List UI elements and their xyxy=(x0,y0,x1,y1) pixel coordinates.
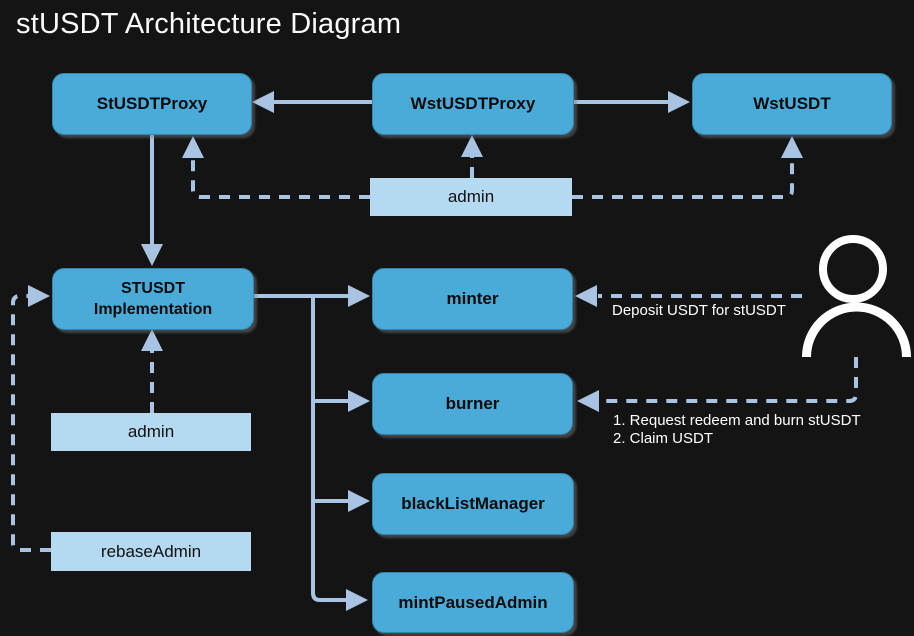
arrowhead-into-minter xyxy=(348,285,370,307)
node-minter: minter xyxy=(372,268,573,330)
tag-rebase-admin-label: rebaseAdmin xyxy=(100,541,202,561)
node-implementation-label: STUSDT Implementation xyxy=(93,280,213,318)
node-implementation: STUSDT Implementation xyxy=(52,268,254,330)
node-mintpausedadmin: mintPausedAdmin xyxy=(372,572,574,633)
edge-trunk-to-mintpausedadmin xyxy=(311,296,348,602)
edge-rebaseadmin-to-implementation-dashed xyxy=(11,294,51,552)
node-mintpausedadmin-label: mintPausedAdmin xyxy=(398,592,548,612)
edge-user-to-burner-dashed xyxy=(599,357,858,403)
redeem-annotation: 1. Request redeem and burn stUSDT 2. Cla… xyxy=(613,412,861,448)
tag-impl-admin: admin xyxy=(51,413,251,451)
page-title: stUSDT Architecture Diagram xyxy=(16,8,402,40)
arrowhead-into-stusdtproxy xyxy=(252,91,274,113)
arrowhead-admin-into-wstusdt xyxy=(781,136,803,158)
node-wstusdt: WstUSDT xyxy=(692,73,892,135)
arrowhead-rebaseadmin-into-implementation xyxy=(28,285,50,307)
node-stusdtproxy-label: StUSDTProxy xyxy=(96,94,208,113)
tag-impl-admin-label: admin xyxy=(127,422,175,441)
redeem-step-2: 2. Claim USDT xyxy=(613,430,714,447)
node-stusdtproxy: StUSDTProxy xyxy=(52,73,252,135)
arrowhead-user-into-minter xyxy=(575,285,597,307)
node-blacklistmanager-label: blackListManager xyxy=(401,494,545,513)
node-wstusdtproxy-label: WstUSDTProxy xyxy=(410,94,536,113)
node-wstusdtproxy: WstUSDTProxy xyxy=(372,73,574,135)
tag-proxy-admin: admin xyxy=(370,178,572,216)
deposit-annotation: Deposit USDT for stUSDT xyxy=(612,302,786,319)
redeem-step-1: 1. Request redeem and burn stUSDT xyxy=(613,412,861,429)
node-blacklistmanager: blackListManager xyxy=(372,473,574,535)
arrowhead-into-mintpausedadmin xyxy=(346,589,368,611)
node-wstusdt-label: WstUSDT xyxy=(753,94,831,113)
arrowhead-admin-into-stusdtproxy xyxy=(182,136,204,158)
node-burner-label: burner xyxy=(445,394,500,413)
tag-rebase-admin: rebaseAdmin xyxy=(51,532,251,571)
edge-admin-to-wstusdt-dashed xyxy=(572,158,794,199)
arrowhead-admin-into-wstusdtproxy xyxy=(461,135,483,157)
arrowhead-user-into-burner xyxy=(577,390,599,412)
arrowhead-into-implementation-top xyxy=(141,244,163,266)
arrowhead-admin2-into-implementation xyxy=(141,329,163,351)
node-minter-label: minter xyxy=(446,289,499,308)
tag-proxy-admin-label: admin xyxy=(447,187,495,206)
arrowhead-into-wstusdt xyxy=(668,91,690,113)
arrowhead-into-blacklistmanager xyxy=(348,490,370,512)
edge-admin-to-stusdtproxy-dashed xyxy=(191,158,370,199)
arrowhead-into-burner xyxy=(348,390,370,412)
node-burner: burner xyxy=(372,373,573,435)
